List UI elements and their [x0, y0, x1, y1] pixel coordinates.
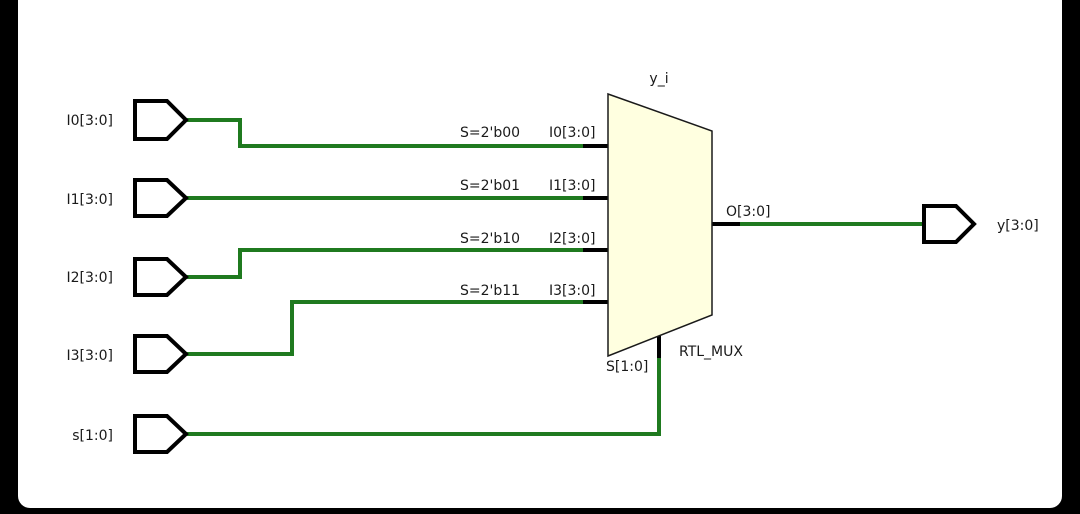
mux-body[interactable] — [607, 92, 713, 358]
input-label-i0: I0[3:0] — [67, 113, 114, 129]
input-ports — [133, 99, 189, 454]
wire-i0[interactable] — [186, 118, 585, 148]
mux-type-label: RTL_MUX — [679, 344, 743, 360]
wires — [186, 118, 924, 436]
sel-label-0: S=2'b00 — [460, 125, 520, 141]
mux-output-pin-label: O[3:0] — [726, 204, 770, 220]
input-port-i2[interactable] — [133, 257, 189, 297]
input-label-i2: I2[3:0] — [67, 270, 114, 286]
input-label-i3: I3[3:0] — [67, 348, 114, 364]
mux-instance-label: y_i — [649, 71, 668, 87]
input-port-i1[interactable] — [133, 178, 189, 218]
output-port-y[interactable] — [922, 204, 977, 244]
mux-pin-label-i1: I1[3:0] — [549, 178, 596, 194]
sel-label-1: S=2'b01 — [460, 178, 520, 194]
input-port-i3[interactable] — [133, 334, 189, 374]
mux-pin-label-i0: I0[3:0] — [549, 125, 596, 141]
input-port-s[interactable] — [133, 414, 189, 454]
sel-label-2: S=2'b10 — [460, 231, 520, 247]
mux-select-pin-label: S[1:0] — [606, 359, 648, 375]
schematic-canvas — [18, 0, 1062, 508]
input-label-i1: I1[3:0] — [67, 192, 114, 208]
input-label-s: s[1:0] — [72, 428, 113, 444]
wire-s[interactable] — [186, 356, 661, 436]
wire-i2[interactable] — [186, 248, 585, 279]
mux-pin-label-i3: I3[3:0] — [549, 283, 596, 299]
sel-label-3: S=2'b11 — [460, 283, 520, 299]
wire-i3[interactable] — [186, 300, 585, 356]
pin-stubs — [583, 144, 740, 358]
input-port-i0[interactable] — [133, 99, 189, 141]
output-label-y: y[3:0] — [997, 218, 1039, 234]
mux-pin-label-i2: I2[3:0] — [549, 231, 596, 247]
